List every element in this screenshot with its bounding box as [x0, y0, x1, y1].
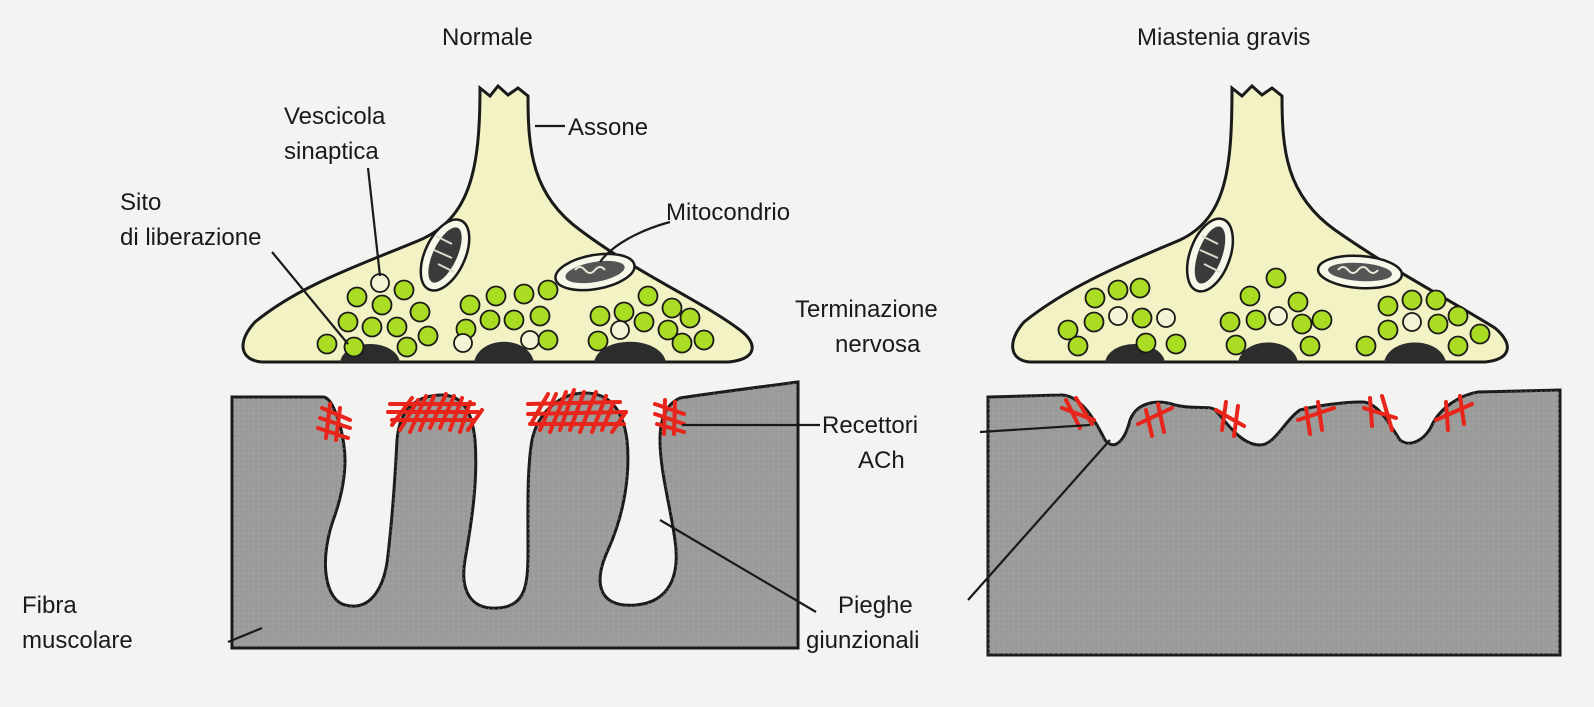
- label-nerve-terminal-line2: nervosa: [835, 331, 921, 358]
- label-folds-line2: giunzionali: [806, 627, 919, 654]
- label-receptors-line1: Recettori: [822, 412, 918, 439]
- normal-muscle-texture: [232, 382, 798, 648]
- label-muscle-fiber-line2: muscolare: [22, 627, 133, 654]
- label-folds-line1: Pieghe: [838, 592, 913, 619]
- label-release-site-line1: Sito: [120, 189, 161, 216]
- myasthenia-muscle-texture: [988, 390, 1560, 655]
- normal-ach-receptors: [318, 390, 684, 440]
- myasthenia-ach-receptors: [1062, 396, 1472, 436]
- label-vesicle-line2: sinaptica: [284, 138, 379, 165]
- label-vesicle-line1: Vescicola: [284, 103, 386, 130]
- label-receptors-line2: ACh: [858, 447, 905, 474]
- normal-panel: [232, 86, 798, 648]
- label-mitochondrion: Mitocondrio: [666, 199, 790, 226]
- title-myasthenia: Miastenia gravis: [1137, 24, 1310, 51]
- label-axon: Assone: [568, 114, 648, 141]
- title-normal: Normale: [442, 24, 533, 51]
- myasthenia-panel: [988, 86, 1560, 655]
- label-nerve-terminal-line1: Terminazione: [795, 296, 938, 323]
- label-muscle-fiber-line1: Fibra: [22, 592, 77, 619]
- label-release-site-line2: di liberazione: [120, 224, 261, 251]
